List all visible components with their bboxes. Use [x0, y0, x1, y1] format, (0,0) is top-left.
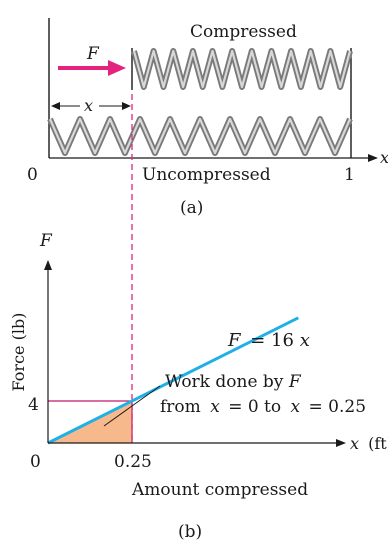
x-dimension-arrow-right — [122, 102, 131, 110]
x-dimension-arrow-left — [51, 102, 60, 110]
x-tick-025: 0.25 — [114, 452, 152, 472]
spring-coil-outline — [131, 48, 353, 90]
force-symbol: F — [86, 44, 100, 64]
y-axis-label: Force (lb) — [9, 313, 28, 392]
spring-coil-highlight — [132, 49, 352, 89]
axis-b-y-arrowhead — [44, 260, 52, 270]
spring-coil-highlight — [48, 117, 352, 155]
uncompressed-spring — [47, 116, 353, 156]
compressed-label: Compressed — [190, 22, 297, 42]
force-arrow-head — [108, 60, 126, 76]
annotation-line-1: Work done by F — [165, 372, 302, 392]
panel-a: F x Compressed Uncompressed x 0 1 (a) — [27, 18, 388, 218]
axis-a-var: x — [380, 148, 388, 167]
spring-coil-outline — [47, 116, 353, 156]
annotation-leader — [103, 385, 161, 427]
tick-one: 1 — [344, 165, 355, 185]
series-line — [47, 316, 299, 445]
line-equation: F = 16 x — [227, 330, 310, 351]
uncompressed-label: Uncompressed — [142, 165, 271, 185]
y-var: F — [39, 231, 53, 251]
panel-b: F Force (lb) 4 0 0.25 x (ft) Amount comp… — [9, 231, 388, 542]
origin-label: 0 — [30, 452, 41, 472]
axis-b-x-arrowhead — [336, 439, 346, 447]
x-dimension-symbol: x — [84, 96, 93, 115]
compressed-spring — [131, 48, 353, 90]
caption-b: (b) — [178, 522, 202, 542]
tick-zero: 0 — [27, 165, 38, 185]
x-title: Amount compressed — [131, 480, 308, 500]
annotation-line-2: from x = 0 to x = 0.25 — [160, 397, 366, 417]
axis-a-arrowhead — [368, 154, 378, 162]
caption-a: (a) — [180, 198, 203, 218]
x-axis-label: x (ft) — [350, 434, 388, 453]
y-tick-4: 4 — [28, 395, 39, 415]
